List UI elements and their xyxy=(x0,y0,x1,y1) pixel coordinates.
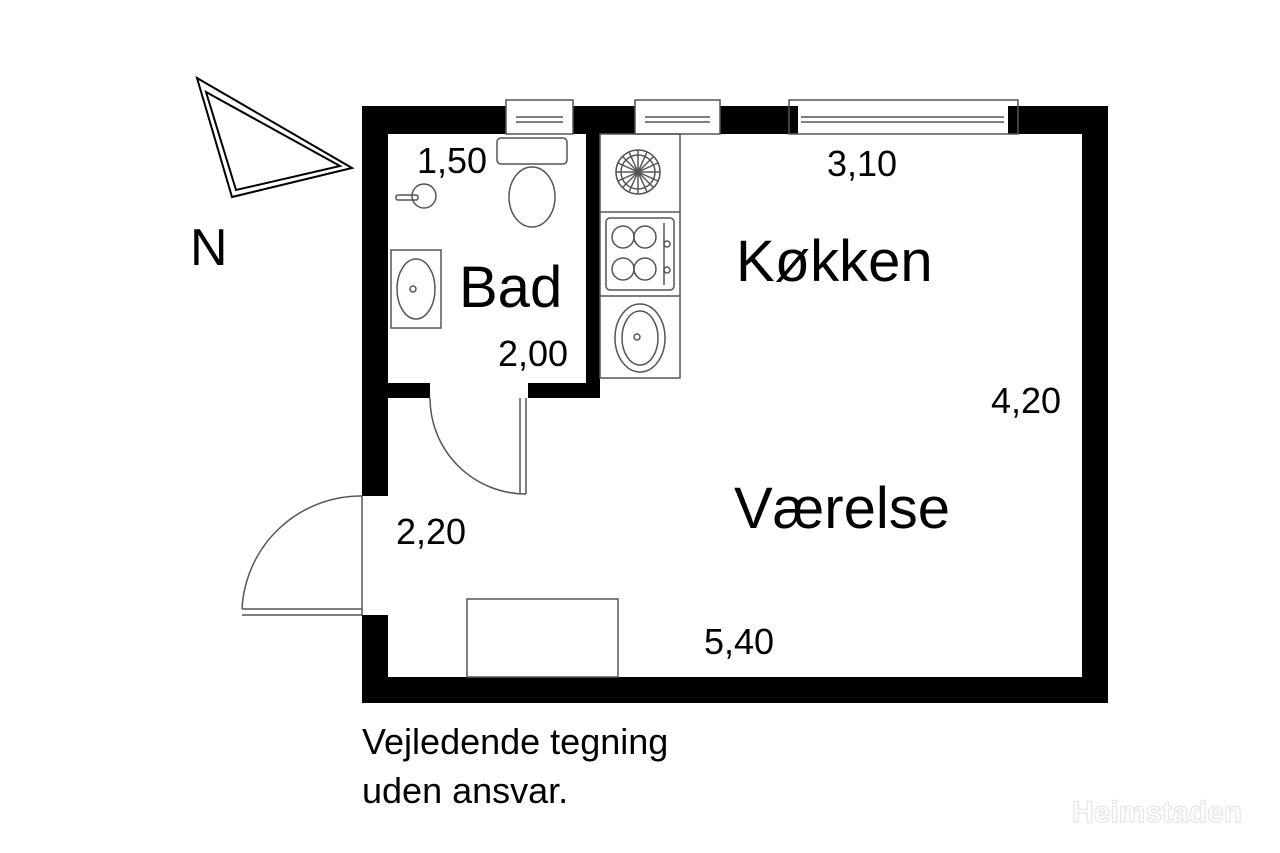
stove-icon xyxy=(605,217,675,291)
window-bath xyxy=(505,99,574,135)
dimension-bath-length: 2,00 xyxy=(498,333,568,374)
bathroom-fixtures xyxy=(390,137,568,329)
sink-icon xyxy=(614,303,666,373)
room-label-bath: Bad xyxy=(459,255,562,320)
washbasin-icon xyxy=(390,249,442,329)
wardrobe xyxy=(466,598,619,678)
window-kitchen xyxy=(634,99,721,135)
north-label: N xyxy=(190,219,228,277)
shower-icon xyxy=(395,183,437,209)
disclaimer-line-1: Vejledende tegning xyxy=(362,721,668,762)
dimension-entry-width: 2,20 xyxy=(396,511,466,552)
bathroom-walls xyxy=(388,130,600,398)
dimension-kitchen-width: 3,10 xyxy=(827,143,897,184)
north-arrow-icon xyxy=(195,75,355,199)
toilet-icon xyxy=(496,137,568,228)
entrance-door xyxy=(241,495,363,616)
exterior-walls xyxy=(362,106,1108,703)
dimension-bath-width: 1,50 xyxy=(417,140,487,181)
window-living xyxy=(788,99,1019,135)
disclaimer-line-2: uden ansvar. xyxy=(362,770,568,811)
bathroom-door xyxy=(429,397,527,495)
kitchen-fixtures xyxy=(599,133,681,379)
windows xyxy=(505,99,1019,135)
dimension-main-length: 4,20 xyxy=(991,380,1061,421)
dimension-main-width: 5,40 xyxy=(704,621,774,662)
room-label-living: Værelse xyxy=(734,476,950,541)
watermark: Heimstaden xyxy=(1072,796,1242,829)
extractor-fan-icon xyxy=(615,149,661,195)
room-label-kitchen: Køkken xyxy=(736,229,933,294)
